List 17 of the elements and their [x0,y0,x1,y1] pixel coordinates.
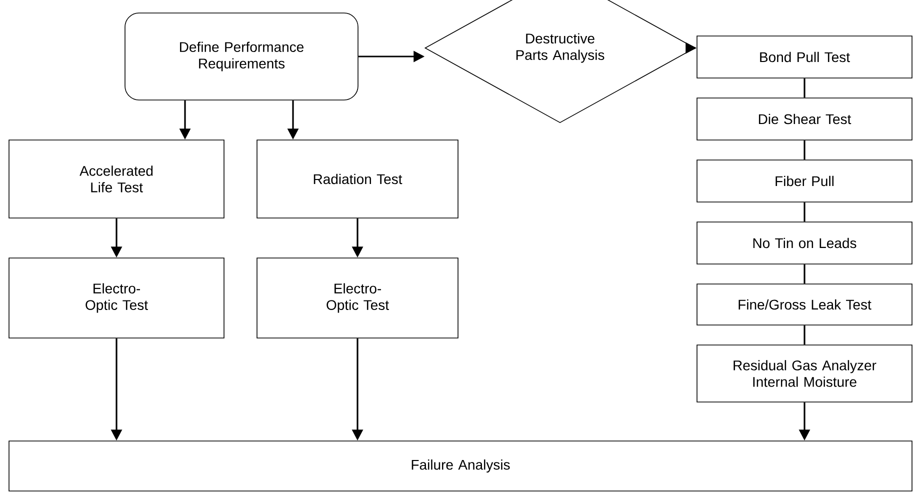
process-box: Accelerated Life Test [8,140,224,218]
process-box: Failure Analysis [8,440,912,492]
process-box: Electro-Optic Test [256,258,458,338]
connector-line [804,264,806,284]
process-box: Electro-Optic Test [8,258,224,338]
connector-line [804,325,806,345]
connector-line [804,140,806,160]
process-box: Die Shear Test [696,98,912,140]
process-box: Bond Pull Test [696,36,912,78]
connector-line [804,78,806,98]
process-box: Residual Gas Analyzer Internal Moisture [696,344,912,402]
process-box: Radiation Test [256,140,458,218]
process-box: No Tin on Leads [696,222,912,264]
process-box: Fiber Pull [696,160,912,202]
connector-line [804,202,806,222]
start-box: Define Performance Requirements [124,12,358,100]
process-box: Fine/Gross Leak Test [696,284,912,326]
